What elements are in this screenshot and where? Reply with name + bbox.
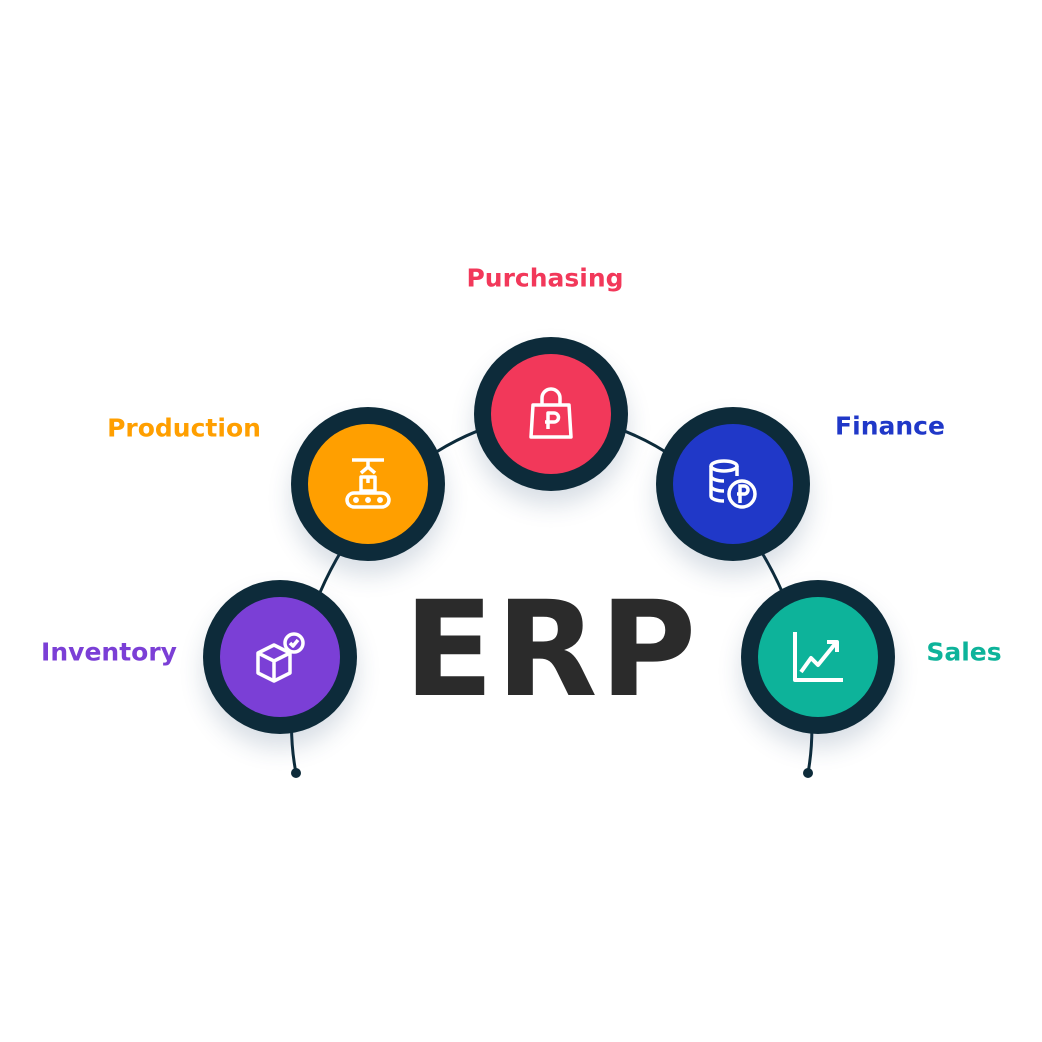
- shopping-bag-ruble-icon: [491, 354, 611, 474]
- label-finance: Finance: [835, 411, 945, 441]
- arc-end-dot-right: [803, 768, 813, 778]
- module-inventory[interactable]: [203, 580, 357, 734]
- label-sales: Sales: [926, 637, 1002, 667]
- conveyor-belt-icon: [308, 424, 428, 544]
- label-inventory: Inventory: [41, 637, 177, 667]
- growth-chart-icon: [758, 597, 878, 717]
- label-production: Production: [107, 413, 261, 443]
- label-purchasing: Purchasing: [466, 263, 624, 293]
- module-sales[interactable]: [741, 580, 895, 734]
- arc-end-dot-left: [291, 768, 301, 778]
- module-finance[interactable]: [656, 407, 810, 561]
- module-purchasing[interactable]: [474, 337, 628, 491]
- coins-ruble-icon: [673, 424, 793, 544]
- diagram-title: ERP: [403, 573, 699, 727]
- module-production[interactable]: [291, 407, 445, 561]
- box-check-icon: [220, 597, 340, 717]
